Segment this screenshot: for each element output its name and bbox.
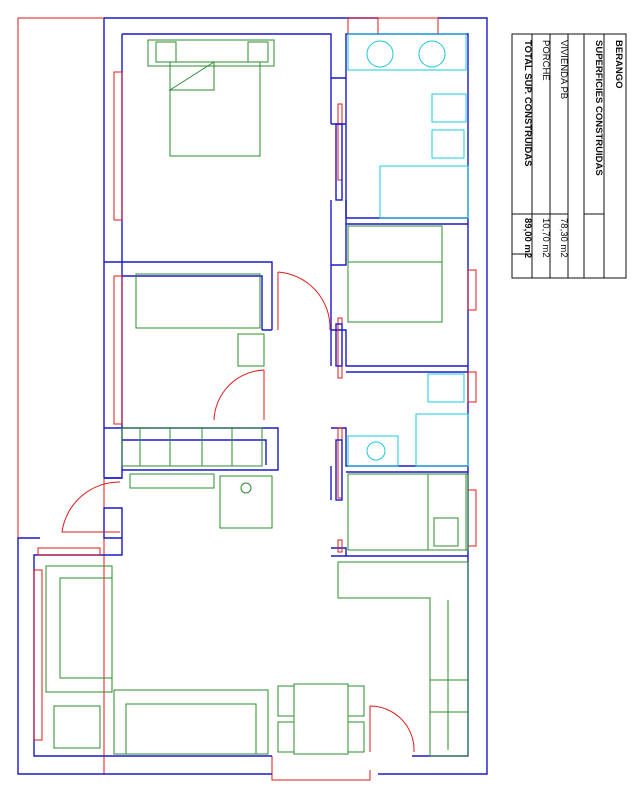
dining-table — [277, 683, 365, 755]
side-table — [219, 475, 273, 529]
table-heading: SUPERFICIES CONSTRUIDAS — [593, 40, 604, 176]
sanitary — [347, 33, 469, 467]
row-2-label: PORCHE — [540, 40, 551, 81]
sofa-left — [45, 565, 113, 693]
area-table: BERANGO SUPERFICIES CONSTRUIDAS VIVIENDA… — [511, 33, 627, 279]
wardrobe — [121, 427, 263, 467]
table-project: BERANGO — [613, 40, 624, 89]
laundry — [347, 473, 469, 551]
interior-walls — [104, 78, 468, 557]
porch — [17, 17, 439, 781]
sofa-bottom — [113, 689, 269, 755]
row-1-label: VIVIENDA PB — [558, 40, 569, 99]
row-2-value: 10,70 m2 — [540, 218, 551, 258]
total-label: TOTAL SUP. CONSTRUIDAS — [522, 40, 533, 167]
double-bed — [147, 39, 275, 157]
kitchen-counter — [337, 561, 469, 757]
console — [129, 473, 215, 489]
total-value: 89,00 m2 — [522, 218, 533, 258]
row-1-value: 78,30 m2 — [558, 218, 569, 258]
desk — [347, 225, 443, 323]
exterior-walls — [17, 17, 488, 775]
armchair — [53, 705, 101, 749]
windows — [33, 17, 477, 741]
single-bed — [135, 273, 265, 367]
furniture — [45, 39, 469, 757]
doors — [61, 103, 415, 753]
